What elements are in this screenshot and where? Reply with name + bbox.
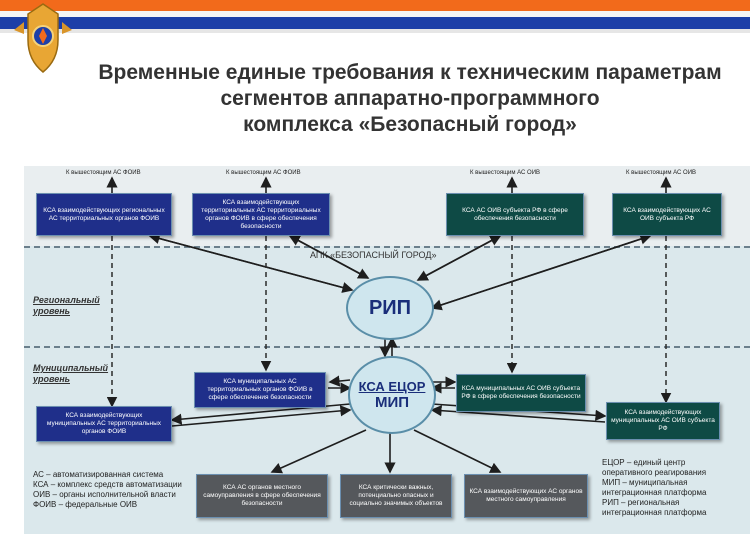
ksa-ecor-label: КСА ЕЦОР [358, 379, 426, 394]
municipal-box-3: КСА взаимодействующих муниципальных АС т… [36, 406, 172, 442]
header-stripe-light [0, 29, 750, 33]
level-label-municipal: Муниципальный уровень [33, 363, 113, 385]
legend-right-item: оперативного реагирования [602, 468, 707, 477]
municipal-box-1: КСА муниципальных АС территориальных орг… [194, 372, 326, 408]
bottom-box-3: КСА взаимодействующих АС органов местног… [464, 474, 588, 518]
level-label-municipal-text: Муниципальный уровень [33, 363, 109, 384]
rip-node: РИП [346, 276, 434, 340]
legend-right-item: интеграционная платформа [602, 488, 707, 497]
regional-box-1: КСА взаимодействующих региональных АС те… [36, 193, 172, 236]
title-line-2: сегментов аппаратно-программного [220, 87, 600, 110]
municipal-box-4: КСА взаимодействующих муниципальных АС О… [606, 402, 720, 440]
regional-box-4: КСА взаимодействующих АС ОИВ субъекта РФ [612, 193, 722, 236]
mip-node: КСА ЕЦОР МИП [348, 356, 436, 434]
top-label-1: К вышестоящим АС ФОИВ [66, 170, 141, 176]
legend-right: ЕЦОР – единый центр оперативного реагиро… [602, 458, 748, 518]
title-line-3: комплекса «Безопасный город» [243, 113, 577, 136]
legend-left-item: ОИВ – органы исполнительной власти [33, 490, 176, 499]
mip-label: МИП [374, 394, 410, 411]
legend-left-item: ФОИВ – федеральные ОИВ [33, 500, 138, 509]
legend-right-item: интеграционная платформа [602, 508, 707, 517]
rip-label: РИП [368, 296, 412, 319]
top-label-4: К вышестоящим АС ОИВ [626, 170, 697, 176]
header-stripe-blue [0, 17, 750, 29]
legend-left-item: АС – автоматизированная система [33, 470, 164, 479]
regional-box-2: КСА взаимодействующих территориальных АС… [192, 193, 330, 236]
legend-right-item: МИП – муниципальная [602, 478, 688, 487]
legend-right-item: ЕЦОР – единый центр [602, 458, 686, 467]
level-label-regional: Региональный уровень [33, 295, 113, 317]
top-label-2: К вышестоящим АС ФОИВ [226, 170, 301, 176]
legend-left-item: КСА – комплекс средств автоматизации [33, 480, 182, 489]
top-label-3: К вышестоящим АС ОИВ [470, 170, 541, 176]
municipal-box-2: КСА муниципальных АС ОИВ субъекта РФ в с… [456, 374, 586, 412]
emblem-icon [14, 3, 72, 73]
page-title: Временные единые требования к технически… [70, 60, 750, 138]
header-stripe-orange [0, 0, 750, 11]
regional-box-3: КСА АС ОИВ субъекта РФ в сфере обеспечен… [446, 193, 584, 236]
level-label-regional-text: Региональный уровень [33, 295, 100, 316]
header-stripe-white [0, 11, 750, 17]
apk-label: АПК «БЕЗОПАСНЫЙ ГОРОД» [310, 250, 437, 260]
level-divider-top [24, 246, 750, 248]
legend-left: АС – автоматизированная система КСА – ко… [33, 470, 193, 510]
bottom-box-1: КСА АС органов местного самоуправления в… [196, 474, 328, 518]
legend-right-item: РИП – региональная [602, 498, 680, 507]
bottom-box-2: КСА критически важных, потенциально опас… [340, 474, 452, 518]
title-line-1: Временные единые требования к технически… [98, 61, 722, 84]
